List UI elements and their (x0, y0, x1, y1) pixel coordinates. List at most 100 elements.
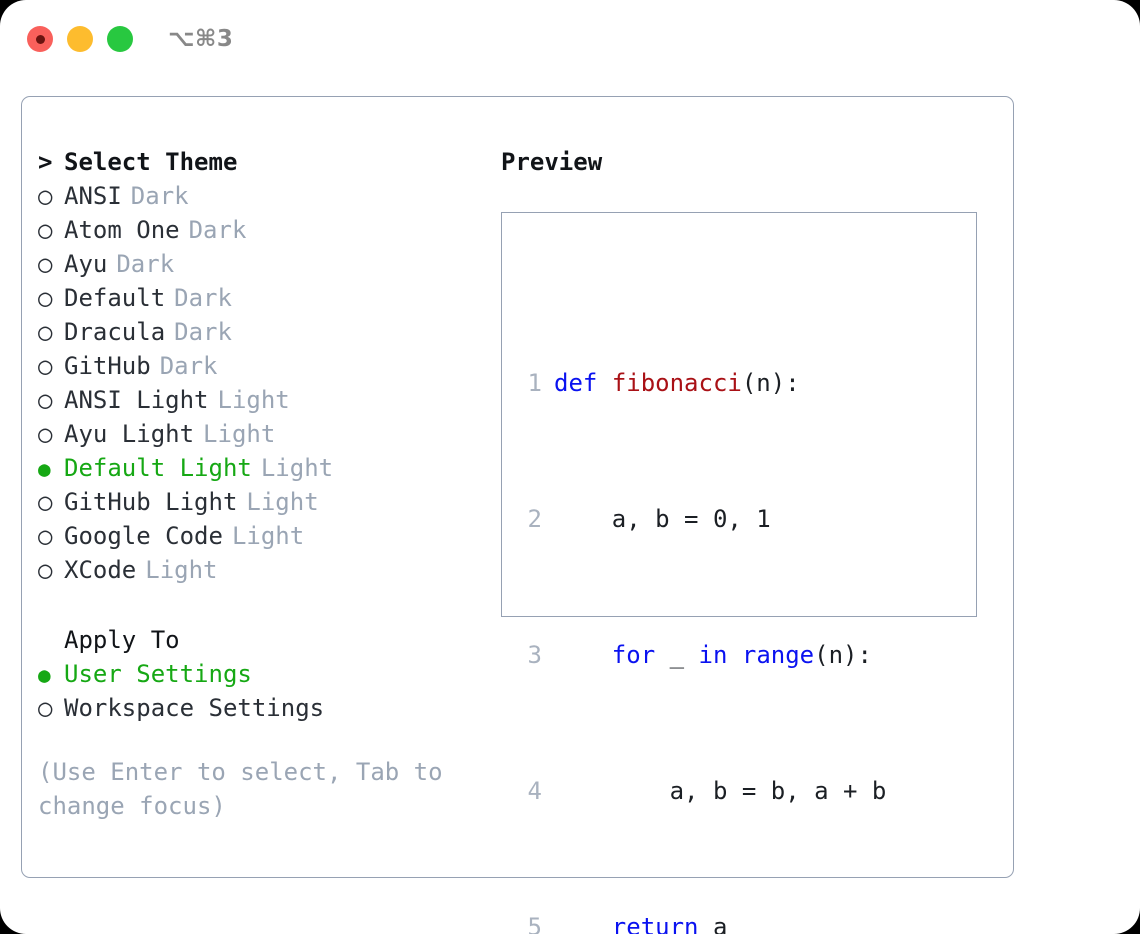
theme-item-default-light[interactable]: ● Default Light Light (38, 451, 478, 485)
radio-icon[interactable]: ○ (38, 284, 53, 312)
theme-name: GitHub Light (64, 488, 238, 516)
theme-variant-tag: Dark (159, 352, 218, 380)
theme-variant-tag: Light (246, 488, 319, 516)
radio-icon[interactable]: ○ (38, 694, 53, 722)
theme-variant-tag: Dark (174, 318, 232, 346)
keyboard-hint-text: (Use Enter to select, Tab to change focu… (38, 758, 443, 820)
radio-icon[interactable]: ○ (38, 216, 53, 244)
theme-name: ANSI (64, 182, 122, 210)
section-spacer (38, 587, 478, 623)
theme-item-dracula-dark[interactable]: ○ Dracula Dark (38, 315, 478, 349)
line-number: 5 (527, 913, 542, 934)
code-token: _ (655, 641, 699, 669)
preview-box: 1 def fibonacci (n): 2 a, b = 0, 1 3 (501, 212, 977, 934)
theme-item-ayu-light[interactable]: ○ Ayu Light Light (38, 417, 478, 451)
preview-title: Preview (501, 148, 603, 176)
select-theme-header: > Select Theme (38, 145, 478, 179)
theme-list-panel: > Select Theme ○ ANSI Dark ○ Atom One Da… (38, 145, 478, 823)
theme-variant-tag: Light (217, 386, 290, 414)
theme-name: Ayu Light (64, 420, 195, 448)
theme-name: XCode (64, 556, 137, 584)
theme-variant-tag: Dark (188, 216, 247, 244)
keyboard-shortcut-label: ⌥⌘3 (168, 26, 234, 52)
apply-to-option-label: Workspace Settings (64, 694, 325, 722)
line-number: 1 (527, 369, 542, 397)
select-theme-title: Select Theme (64, 148, 238, 176)
radio-icon[interactable]: ○ (38, 386, 53, 414)
theme-variant-tag: Dark (116, 250, 175, 278)
code-token: for (611, 641, 656, 669)
code-line: 2 a, b = 0, 1 (514, 502, 915, 536)
theme-item-default-dark[interactable]: ○ Default Dark (38, 281, 478, 315)
code-token: a, b = 0, 1 (611, 505, 771, 533)
code-token: (n): (814, 641, 872, 669)
theme-name: Ayu (64, 250, 108, 278)
radio-icon[interactable]: ○ (38, 522, 53, 550)
title-bar: ⌥⌘3 (0, 0, 1140, 78)
theme-name: Default Light (64, 454, 252, 482)
radio-icon[interactable]: ○ (38, 488, 53, 516)
code-line: 3 for _ in range (n): (514, 638, 915, 672)
code-token: in (698, 641, 728, 669)
theme-item-github-light[interactable]: ○ GitHub Light Light (38, 485, 478, 519)
maximize-button-icon[interactable] (107, 26, 133, 52)
theme-item-atom-one-dark[interactable]: ○ Atom One Dark (38, 213, 478, 247)
line-indent (554, 774, 670, 808)
line-number: 3 (527, 641, 542, 669)
caret-icon: > (38, 148, 53, 176)
theme-item-ansi-dark[interactable]: ○ ANSI Dark (38, 179, 478, 213)
radio-icon[interactable]: ○ (38, 352, 53, 380)
apply-to-option-label: User Settings (64, 660, 252, 688)
theme-name: ANSI Light (64, 386, 209, 414)
theme-item-ayu-dark[interactable]: ○ Ayu Dark (38, 247, 478, 281)
apply-to-option-user-settings[interactable]: ● User Settings (38, 657, 478, 691)
line-number: 4 (527, 777, 542, 805)
radio-selected-icon[interactable]: ● (38, 457, 51, 481)
code-token: a (698, 913, 728, 934)
traffic-lights (27, 26, 133, 52)
apply-to-header: Apply To (38, 623, 478, 657)
theme-variant-tag: Light (260, 454, 334, 482)
minimize-button-icon[interactable] (67, 26, 93, 52)
theme-name: GitHub (64, 352, 151, 380)
radio-icon[interactable]: ○ (38, 318, 53, 346)
code-token (597, 366, 611, 400)
code-token: fibonacci (611, 369, 742, 397)
theme-item-xcode[interactable]: ○ XCode Light (38, 553, 478, 587)
radio-icon[interactable]: ○ (38, 182, 53, 210)
theme-name: Google Code (64, 522, 223, 550)
apply-to-option-workspace-settings[interactable]: ○ Workspace Settings (38, 691, 478, 725)
line-indent (554, 502, 612, 536)
code-token: def (554, 369, 598, 397)
theme-item-google-code[interactable]: ○ Google Code Light (38, 519, 478, 553)
code-line: 5 return a (514, 910, 915, 934)
code-preview: 1 def fibonacci (n): 2 a, b = 0, 1 3 (514, 264, 915, 934)
radio-selected-icon[interactable]: ● (38, 663, 51, 687)
theme-picker-card: > Select Theme ○ ANSI Dark ○ Atom One Da… (21, 96, 1014, 934)
line-indent (554, 638, 612, 672)
theme-item-github-dark[interactable]: ○ GitHub Dark (38, 349, 478, 383)
theme-item-ansi-light[interactable]: ○ ANSI Light Light (38, 383, 478, 417)
line-indent (554, 910, 612, 934)
code-token: (n): (741, 369, 800, 397)
code-token: return (611, 913, 699, 934)
close-button-icon[interactable] (27, 26, 53, 52)
radio-icon[interactable]: ○ (38, 420, 53, 448)
line-number: 2 (527, 505, 542, 533)
apply-to-title: Apply To (64, 626, 180, 654)
preview-panel: Preview 1 def fibonacci (n): 2 a (501, 145, 991, 934)
code-token: a, b = b, a + b (669, 777, 887, 805)
theme-variant-tag: Light (231, 522, 305, 550)
radio-icon[interactable]: ○ (38, 250, 53, 278)
theme-variant-tag: Dark (174, 284, 232, 312)
code-line: 4 a, b = b, a + b (514, 774, 915, 808)
radio-icon[interactable]: ○ (38, 556, 53, 584)
code-line: 1 def fibonacci (n): (514, 366, 915, 400)
theme-name: Dracula (64, 318, 166, 346)
theme-name: Atom One (64, 216, 180, 244)
theme-variant-tag: Light (203, 420, 276, 448)
close-dot-icon (35, 34, 45, 44)
theme-variant-tag: Light (145, 556, 218, 584)
code-token: range (741, 641, 815, 669)
